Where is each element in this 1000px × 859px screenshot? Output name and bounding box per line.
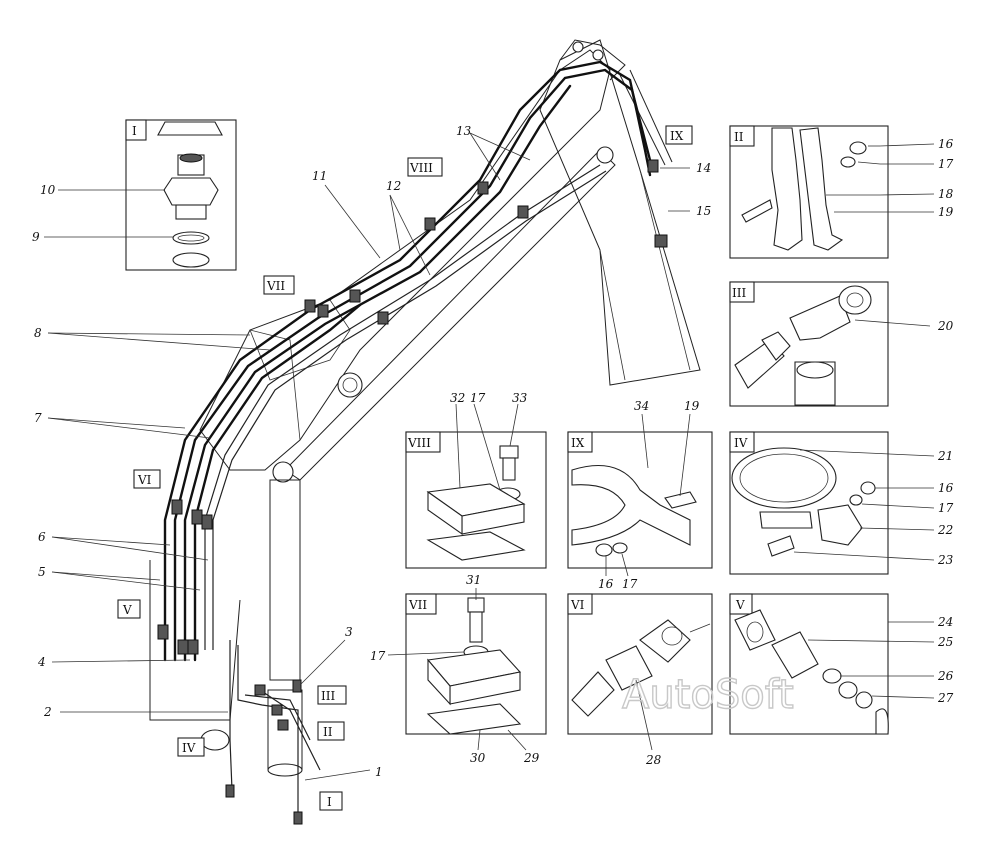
boom-pivot bbox=[337, 372, 363, 398]
inset-VI-label-28: 28 bbox=[645, 753, 662, 767]
cylinder-pin-top bbox=[596, 146, 614, 164]
view-tag-VII: VII bbox=[266, 279, 285, 293]
hose-fittings bbox=[157, 159, 668, 825]
inset-V: V 24 25 26 27 bbox=[729, 593, 954, 735]
inset-IV-label-16: 16 bbox=[938, 481, 954, 495]
inset-VII: VII 31 17 30 29 bbox=[370, 573, 547, 765]
label-8: 8 bbox=[34, 326, 42, 340]
inset-IV-tag: IV bbox=[734, 436, 748, 450]
inset-I: I 10 9 bbox=[32, 119, 237, 271]
inset-II-label-16: 16 bbox=[938, 137, 954, 151]
label-11: 11 bbox=[312, 169, 327, 183]
inset-V-tag: V bbox=[735, 598, 745, 612]
inset-V-label-26: 26 bbox=[937, 669, 954, 683]
inset-IX-tag: IX bbox=[571, 436, 585, 450]
view-tag-I: I bbox=[327, 795, 332, 809]
inset-IV-label-21: 21 bbox=[937, 449, 953, 463]
view-tag-IV: IV bbox=[182, 741, 196, 755]
boom-base bbox=[149, 560, 241, 721]
inset-VIII-label-33: 33 bbox=[512, 391, 528, 405]
inset-II-label-17: 17 bbox=[938, 157, 954, 171]
inset-IX-label-34: 34 bbox=[634, 399, 649, 413]
inset-III-label-20: 20 bbox=[937, 319, 954, 333]
label-6: 6 bbox=[38, 530, 46, 544]
label-5: 5 bbox=[38, 565, 46, 579]
main-part-numbers: 1 2 3 4 5 6 7 8 11 12 13 14 15 bbox=[34, 124, 711, 779]
view-tag-III: III bbox=[321, 689, 335, 703]
view-tag-IX: IX bbox=[670, 129, 684, 143]
boom-cylinder bbox=[284, 149, 616, 481]
view-tag-V: V bbox=[122, 603, 132, 617]
stick-arm bbox=[539, 39, 701, 386]
inset-I-tag: I bbox=[132, 124, 137, 138]
inset-VII-label-31: 31 bbox=[466, 573, 481, 587]
watermark: AutoSoft bbox=[622, 672, 794, 718]
inset-II-label-18: 18 bbox=[938, 187, 954, 201]
inset-I-label-9: 9 bbox=[32, 230, 40, 244]
inset-VII-label-17: 17 bbox=[370, 649, 386, 663]
label-3: 3 bbox=[345, 625, 353, 639]
label-15: 15 bbox=[696, 204, 711, 218]
inset-IX-label-17: 17 bbox=[622, 577, 638, 591]
label-14: 14 bbox=[696, 161, 711, 175]
label-13: 13 bbox=[456, 124, 472, 138]
leader-lines bbox=[47, 132, 690, 781]
inset-II-tag: II bbox=[734, 130, 744, 144]
main-boom bbox=[199, 49, 611, 471]
inset-VII-label-29: 29 bbox=[523, 751, 540, 765]
inset-IX-label-16: 16 bbox=[598, 577, 614, 591]
inset-IV-label-17: 17 bbox=[938, 501, 954, 515]
inset-V-label-24: 24 bbox=[937, 615, 953, 629]
inset-II-label-19: 19 bbox=[938, 205, 954, 219]
inset-VI-tag: VI bbox=[570, 598, 585, 612]
view-tags: I II III IV V VI VII VIII IX bbox=[117, 125, 693, 811]
inset-IV-label-22: 22 bbox=[937, 523, 953, 537]
inset-IX-label-19: 19 bbox=[684, 399, 700, 413]
label-7: 7 bbox=[34, 411, 42, 425]
hydraulic-hoses bbox=[163, 60, 652, 662]
lift-cylinder bbox=[269, 479, 301, 681]
inset-IV-label-23: 23 bbox=[937, 553, 954, 567]
label-1: 1 bbox=[375, 765, 383, 779]
inset-VIII-label-17: 17 bbox=[470, 391, 486, 405]
inset-IX: IX 34 19 16 17 bbox=[567, 399, 713, 591]
inset-III: III 20 bbox=[729, 281, 954, 407]
inset-IV: IV 21 16 17 22 23 bbox=[729, 431, 954, 575]
inset-VIII-tag: VIII bbox=[407, 436, 431, 450]
inset-VII-tag: VII bbox=[408, 598, 427, 612]
inset-V-label-25: 25 bbox=[937, 635, 953, 649]
label-4: 4 bbox=[37, 655, 46, 669]
inset-III-tag: III bbox=[732, 286, 746, 300]
inset-VI: VI 28 bbox=[567, 593, 713, 767]
view-tag-VIII: VIII bbox=[409, 161, 433, 175]
cylinder-pin-bottom bbox=[272, 461, 294, 483]
inset-VII-label-30: 30 bbox=[470, 751, 486, 765]
inset-I-label-10: 10 bbox=[40, 183, 56, 197]
inset-II: II 16 17 18 19 bbox=[729, 125, 954, 259]
label-12: 12 bbox=[386, 179, 401, 193]
view-tag-II: II bbox=[323, 725, 333, 739]
label-2: 2 bbox=[43, 705, 52, 719]
inset-VIII-label-32: 32 bbox=[450, 391, 465, 405]
view-tag-VI: VI bbox=[137, 473, 152, 487]
inset-VIII: VIII 32 17 33 bbox=[405, 391, 547, 569]
inset-V-label-27: 27 bbox=[937, 691, 954, 705]
steel-tubes bbox=[204, 164, 607, 815]
